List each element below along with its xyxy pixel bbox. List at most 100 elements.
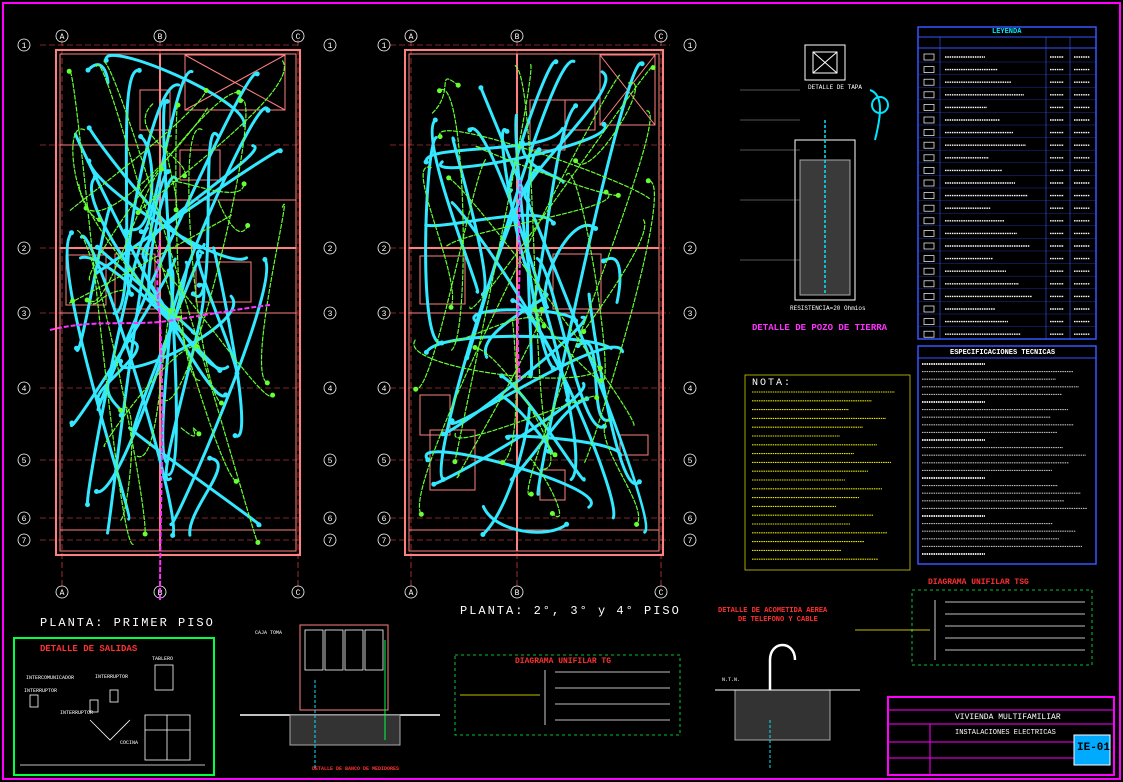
legend-symbol-icon [923,66,935,73]
axis-label-A: A [409,589,414,598]
legend-symbol-icon [923,91,935,99]
title-block-sheet-code: IE-01 [1077,742,1111,754]
lighting-circuit-outlet [440,476,446,482]
axis-label-6: 6 [328,515,333,524]
lighting-circuit-outlet [138,229,144,235]
ntn-label: N.T.N. [722,677,741,683]
outlet-circuit [584,180,655,463]
outlet-circuit-outlet [238,98,244,104]
axis-marker-4 [683,381,697,395]
axis-marker-A [404,585,418,599]
outlet-circuit-outlet [270,392,276,398]
axis-label-3: 3 [328,310,333,319]
outlet-circuit [456,308,543,479]
outlet-circuit-outlet [446,175,452,181]
lighting-circuit-outlet [190,291,196,297]
axis-label-5: 5 [382,457,387,466]
axis-marker-6 [377,511,391,525]
legend-symbol-icon [923,129,935,136]
axis-label-7: 7 [328,537,333,546]
title-block [887,696,1115,776]
legend-symbol-icon [923,330,935,338]
outlet-circuit-outlet [168,308,174,313]
lighting-circuit [441,315,587,436]
legend-symbol-icon [923,305,935,313]
lighting-circuit-outlet [432,117,438,123]
outlet-circuit [418,74,621,515]
outlet-circuit-outlet [448,304,454,310]
outlet-circuit [431,78,459,114]
lighting-circuit-outlet [170,532,176,538]
axis-label-C: C [659,589,664,598]
outlet-circuit [134,246,274,397]
legend-symbol-icon [923,104,935,111]
outlet-circuit [88,91,240,281]
outlet-circuit [415,159,487,390]
axis-marker-C [654,29,668,43]
axis-marker-6 [17,511,31,525]
axis-marker-2 [377,241,391,255]
tsg-diagram-title: DIAGRAMA UNIFILAR TSG [928,578,1029,587]
outlet-circuit [583,219,646,333]
outlet-circuit-outlet [264,380,270,386]
outlet-circuit [448,177,635,426]
outlet-circuit-outlet [70,298,76,304]
lighting-circuit [188,456,220,537]
legend-symbol-icon [923,78,935,86]
lighting-circuit [438,122,607,170]
outlet-circuit-outlet [573,158,579,164]
axis-marker-1 [323,38,337,52]
legend-symbol-icon [923,230,935,237]
outlet-label-board: TABLERO [152,656,174,662]
outlet-circuit-outlet [135,210,141,216]
legend-symbol-icon [923,293,935,300]
lighting-circuit-outlet [573,103,579,109]
axis-label-5: 5 [328,457,333,466]
axis-marker-A [55,585,69,599]
axis-marker-C [291,29,305,43]
axis-label-6: 6 [22,515,27,524]
lighting-circuit-outlet [74,345,79,351]
lighting-circuit-outlet [85,502,90,508]
outlet-circuit-outlet [552,452,558,458]
axis-label-A: A [409,33,414,42]
outlet-label-intercom: INTERCOMUNICADOR [26,675,75,681]
axis-label-2: 2 [382,245,387,254]
outlet-circuit-outlet [196,431,202,437]
outlet-circuit [68,70,134,545]
lighting-circuit-outlet [94,244,100,250]
legend-symbol-icon [923,267,935,275]
legend-title: LEYENDA [992,28,1022,36]
outlet-circuit [514,65,556,456]
outlet-circuit-outlet [528,491,534,497]
axis-marker-1 [683,38,697,52]
outlet-label-switch-2: INTERRUPTOR [95,674,129,680]
axis-marker-7 [323,533,337,547]
axis-label-7: 7 [688,537,693,546]
lighting-circuit [95,148,282,275]
lighting-circuit [65,231,131,521]
lighting-circuit-outlet [196,282,202,288]
lighting-circuit [104,53,246,128]
outlet-circuit [86,289,125,305]
lighting-circuit [169,258,269,526]
lighting-circuit-outlet [573,318,579,324]
axis-label-2: 2 [688,245,693,254]
axis-marker-3 [323,306,337,320]
meter-box-label: CAJA TOMA [255,630,283,636]
legend-symbol-icon [923,217,935,225]
axis-label-4: 4 [328,385,333,394]
lighting-circuit-outlet [536,147,542,153]
axis-marker-B [510,585,524,599]
outlet-circuit [85,107,208,212]
lighting-circuit-outlet [505,435,511,440]
title-block-project: VIVIENDA MULTIFAMILIAR [955,713,1061,722]
outlet-circuit-outlet [650,65,656,71]
lighting-circuit-outlet [118,412,124,418]
lighting-circuit-outlet [478,85,484,91]
lighting-circuit-outlet [504,128,510,134]
outlet-circuit [77,230,146,535]
lighting-circuit [162,99,178,477]
